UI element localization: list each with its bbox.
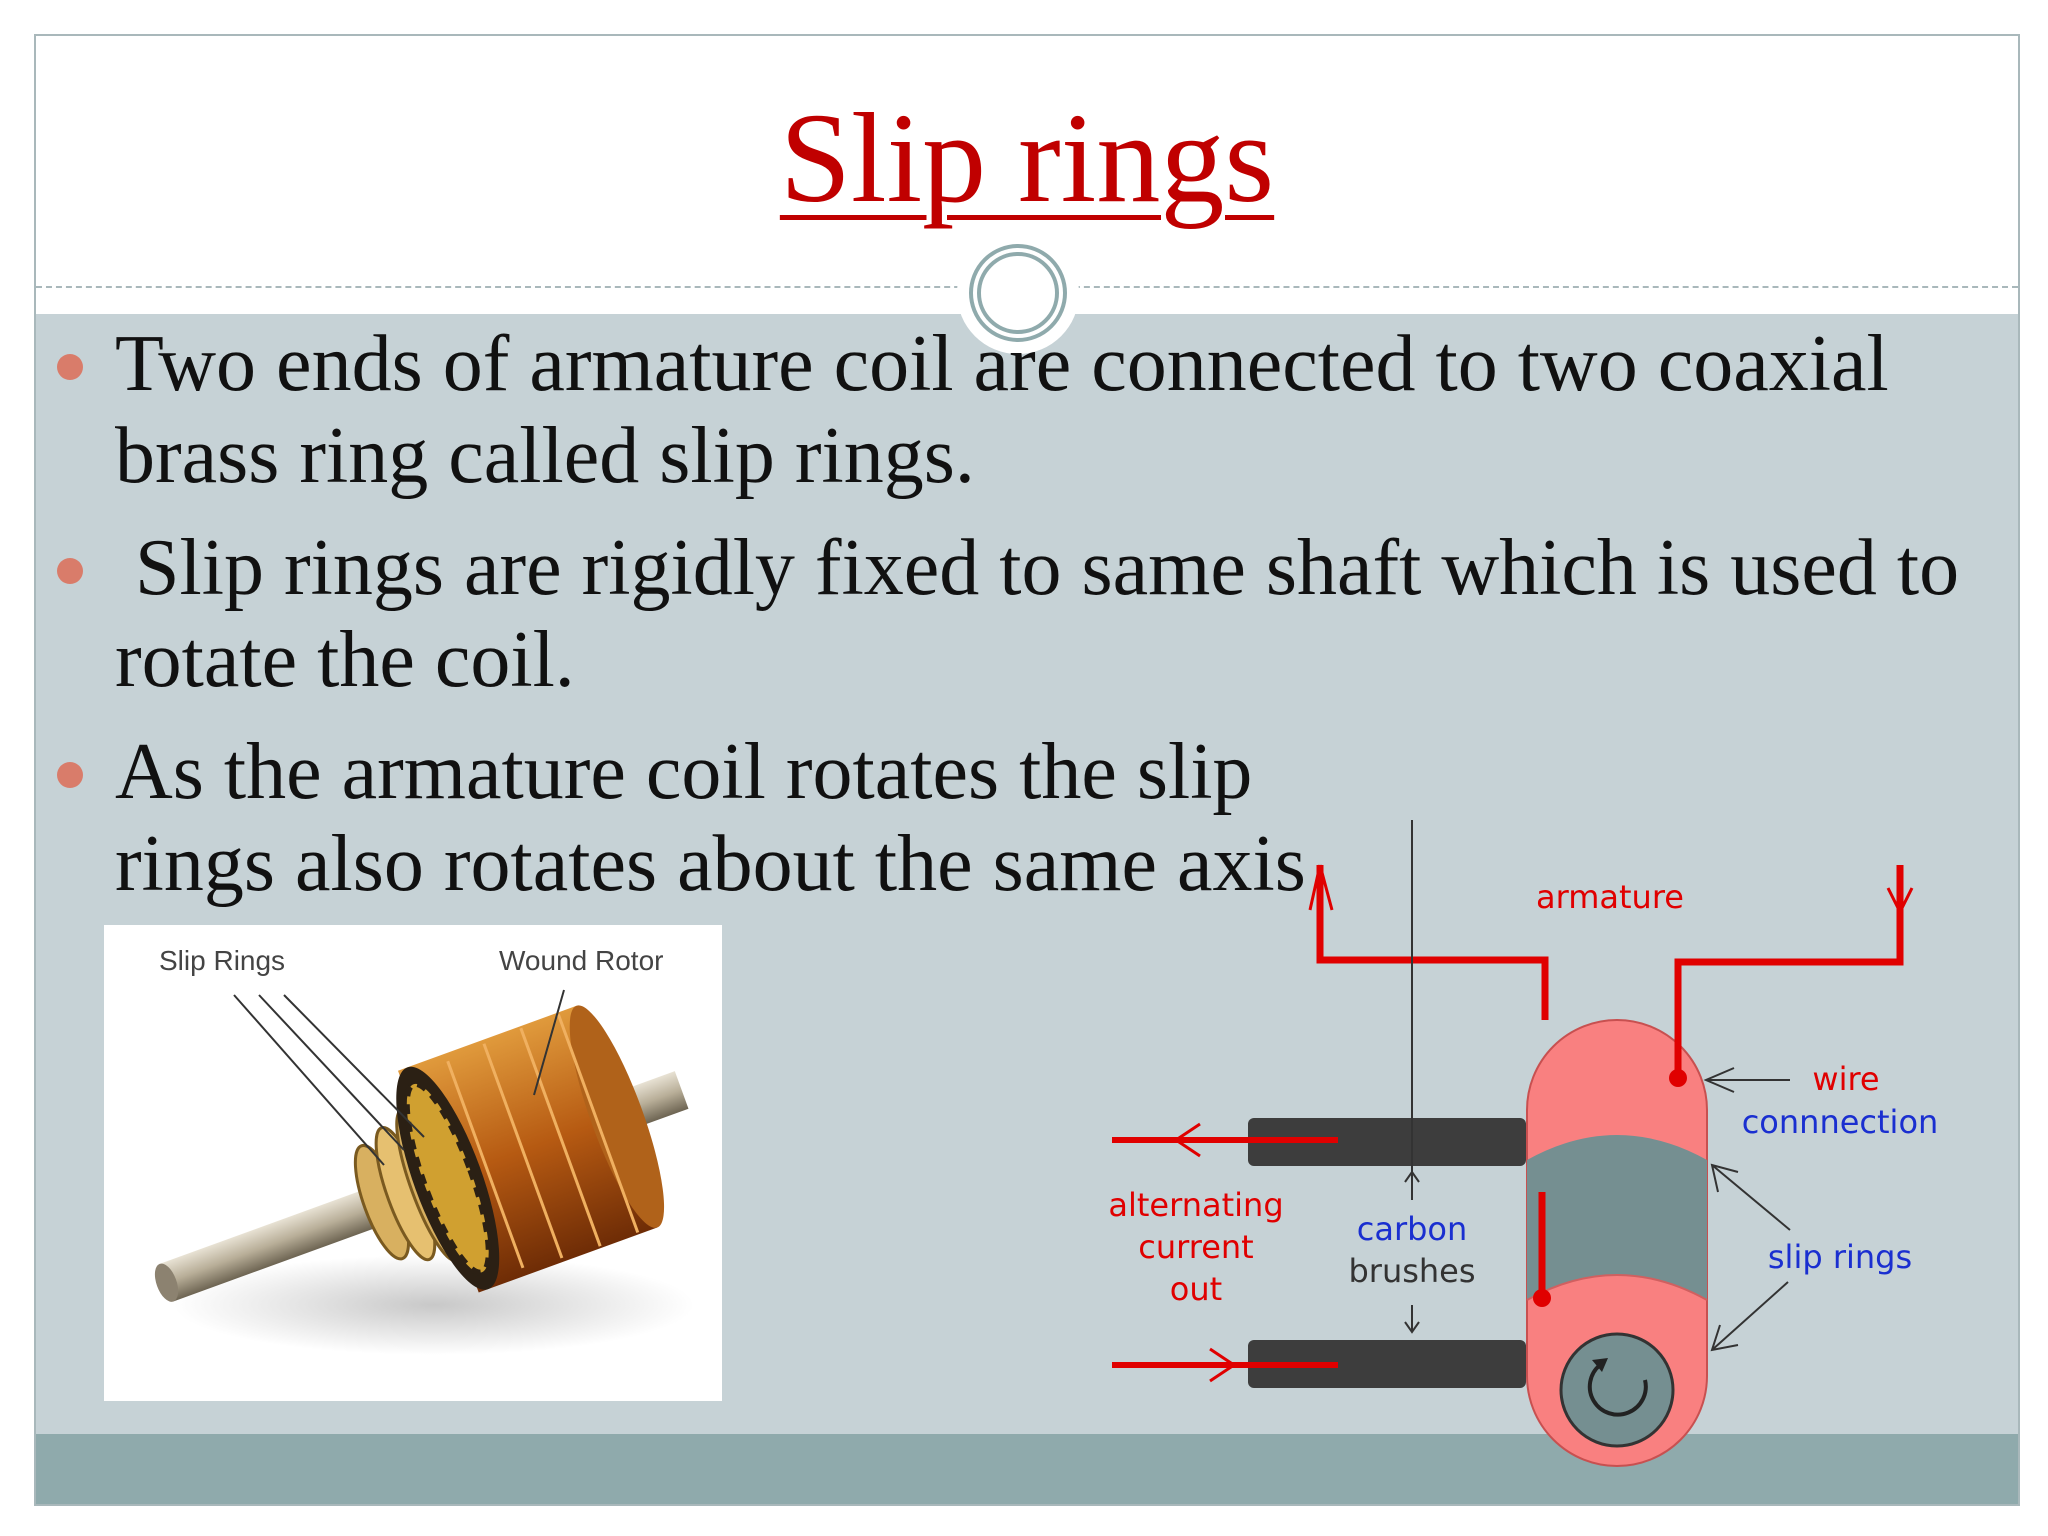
armature-label: armature <box>1536 878 1684 916</box>
footer-band <box>36 1434 2018 1504</box>
armature-wire-right <box>1674 865 1904 1078</box>
slip-ring-schematic: armature wire connnection slip rings car… <box>1108 820 1939 1467</box>
bullet-dot-icon <box>57 558 83 584</box>
bullet-item: Slip rings are rigidly fixed to same sha… <box>57 522 2015 706</box>
brushes-label: brushes <box>1348 1252 1475 1290</box>
wound-rotor-label: Wound Rotor <box>499 945 663 976</box>
armature-wire-left <box>1316 865 1549 1020</box>
rotor-illustration: Slip Rings Wound Rotor <box>154 945 694 1355</box>
carbon-brush-top <box>1248 1118 1526 1166</box>
wire-label: wire <box>1812 1060 1879 1098</box>
slip-ring-diagram: armature wire connnection slip rings car… <box>1070 820 1970 1500</box>
circle-ornament-icon <box>957 232 1079 354</box>
rotation-arrow-icon <box>1587 1363 1648 1417</box>
carbon-brush-bottom <box>1248 1340 1526 1388</box>
ac-label-line1: alternating <box>1108 1186 1283 1224</box>
carbon-label: carbon <box>1357 1210 1468 1248</box>
ac-label-line3: out <box>1170 1270 1222 1308</box>
connection-label: connnection <box>1742 1103 1939 1141</box>
slip-rings-diagram-label: slip rings <box>1768 1238 1912 1276</box>
bullet-text: Two ends of armature coil are connected … <box>115 320 1889 500</box>
middle-ring-band <box>1527 1135 1707 1300</box>
ac-label-line2: current <box>1138 1228 1253 1266</box>
bullet-text: Slip rings are rigidly fixed to same sha… <box>115 524 1980 704</box>
rotor-photo: Slip Rings Wound Rotor <box>104 925 722 1401</box>
bullet-dot-icon <box>57 354 83 380</box>
bullet-item: Two ends of armature coil are connected … <box>57 318 2015 502</box>
slip-rings-label: Slip Rings <box>159 945 285 976</box>
slide-title: Slip rings <box>779 87 1275 229</box>
bullet-dot-icon <box>57 762 83 788</box>
